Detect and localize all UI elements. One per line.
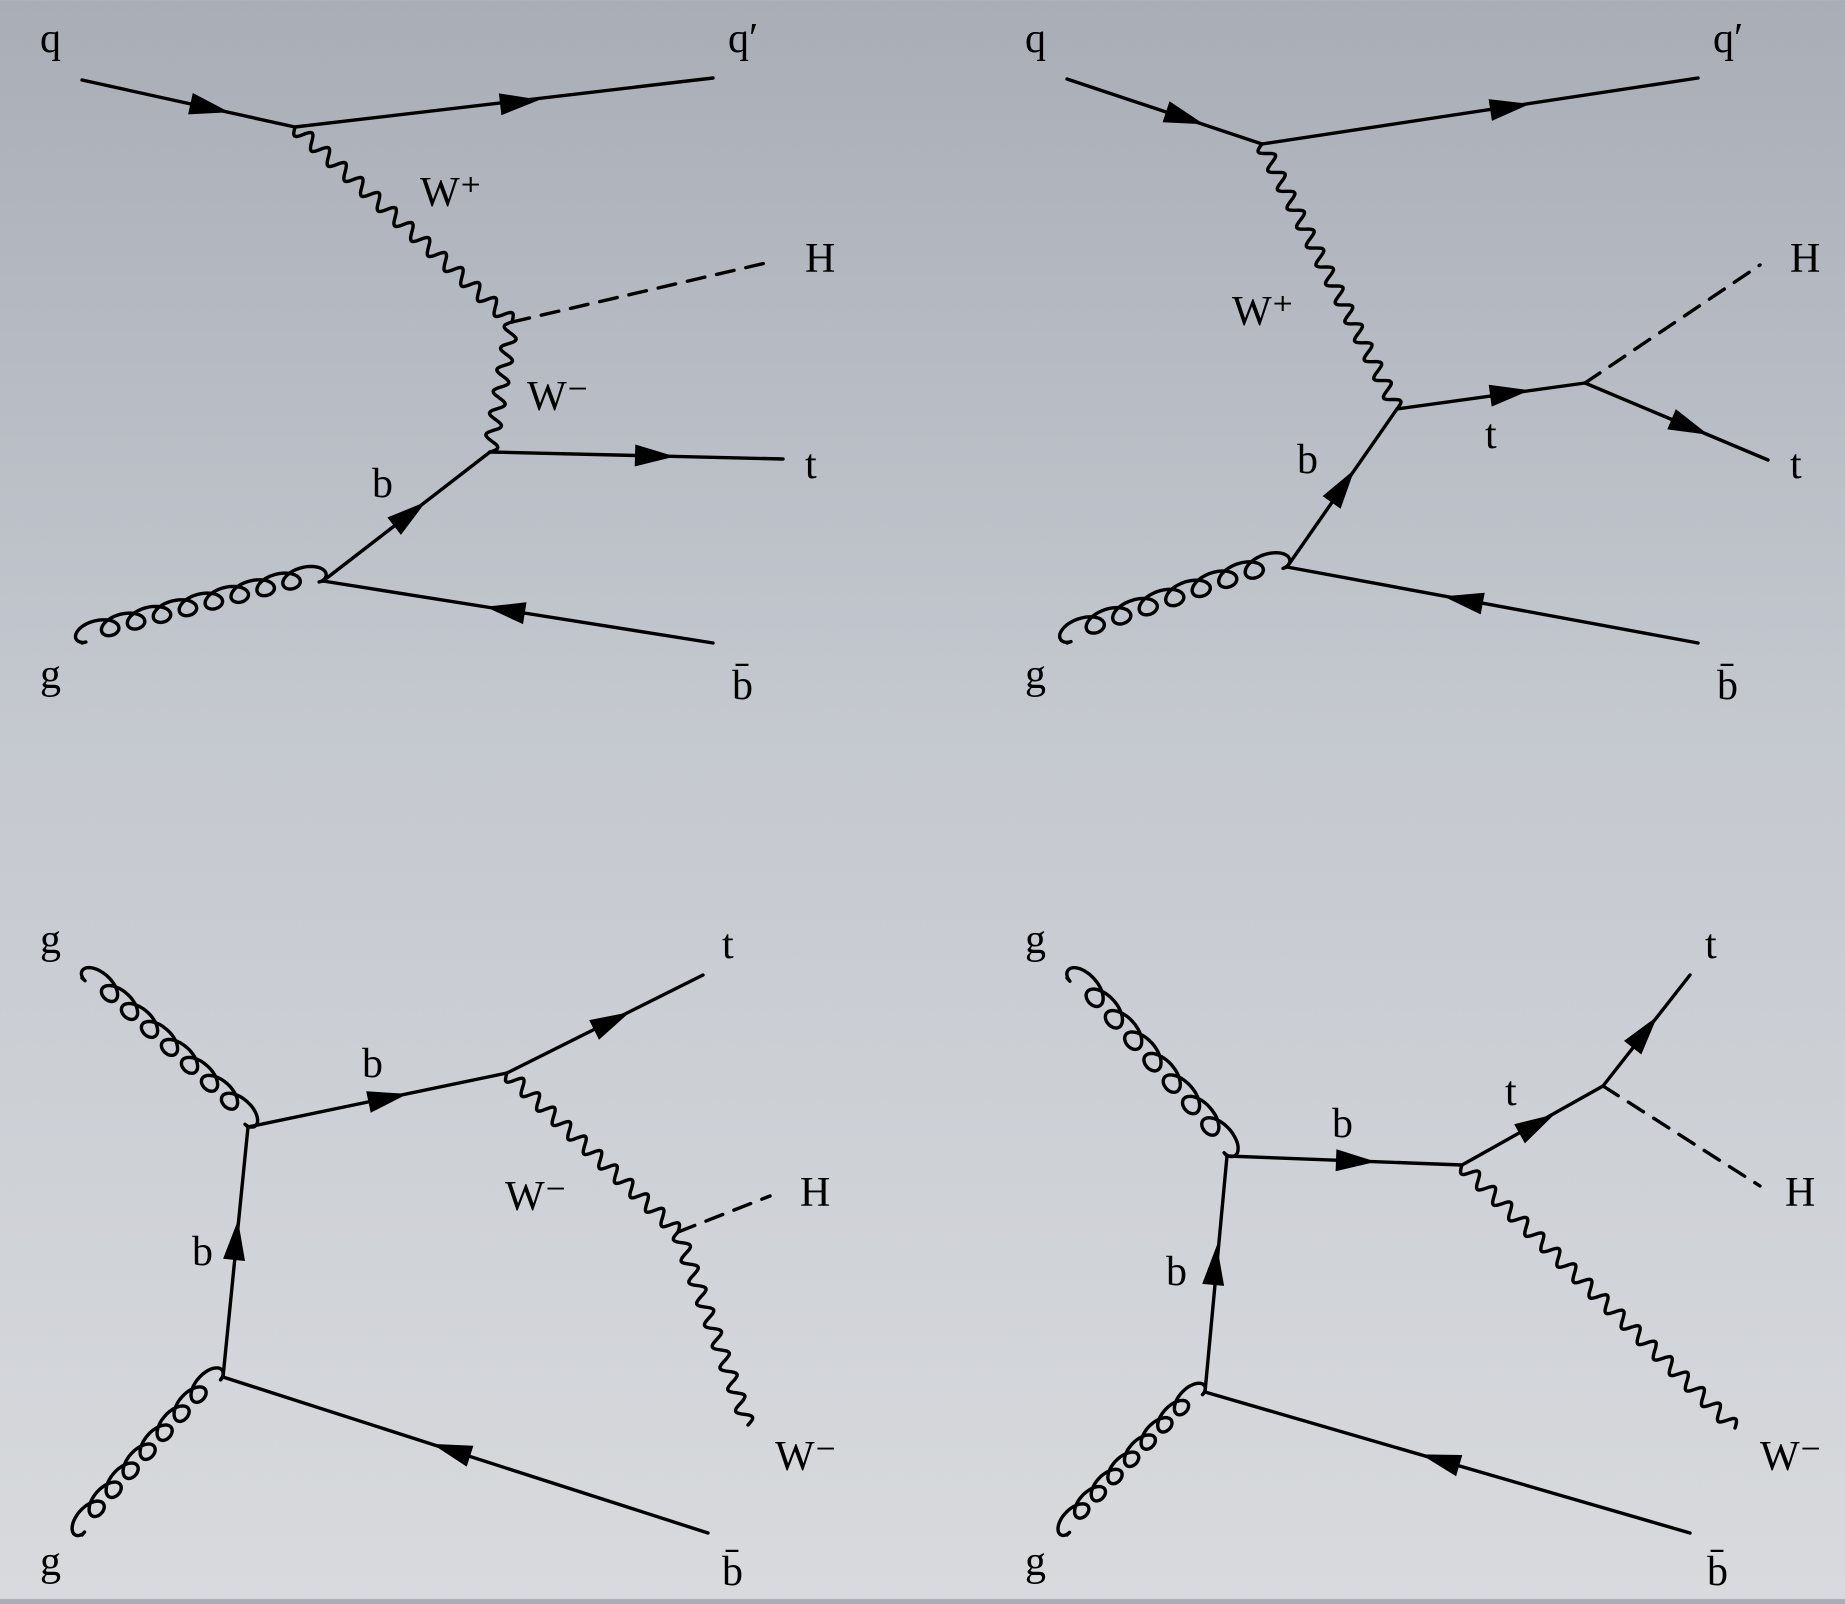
d3-arrow-bottom-top bbox=[366, 1091, 408, 1113]
d1-label-higgs: H bbox=[805, 236, 835, 282]
d2-label-top-out: t bbox=[1790, 442, 1802, 488]
d4-label-bottom-top: b bbox=[1332, 1101, 1353, 1147]
d4-label-gluon-top: g bbox=[1025, 917, 1046, 963]
d3-label-antibottom: b̄ bbox=[722, 1549, 743, 1595]
d1-label-q-in: q bbox=[40, 16, 61, 62]
d4-higgs-line bbox=[1601, 1084, 1762, 1188]
d3-w-minus-internal bbox=[503, 1071, 682, 1234]
d2-label-w-plus: W⁺ bbox=[1232, 289, 1294, 335]
d3-label-bottom-left: b bbox=[192, 1229, 213, 1275]
d2-label-top-internal: t bbox=[1485, 412, 1497, 458]
d1-w-plus-propagator bbox=[292, 125, 515, 324]
d2-gluon-in bbox=[1058, 551, 1292, 645]
d1-higgs-line bbox=[510, 260, 772, 324]
d4-arrow-antibottom bbox=[1420, 1454, 1463, 1477]
d4-label-w-minus-out: W⁻ bbox=[1760, 1434, 1822, 1480]
d4-label-higgs: H bbox=[1785, 1170, 1815, 1216]
d1-label-w-plus: W⁺ bbox=[420, 170, 482, 216]
d4-label-bottom-left: b bbox=[1166, 1249, 1187, 1295]
d2-label-q-out: q′ bbox=[1713, 16, 1743, 62]
d4-gluon-top bbox=[1065, 966, 1240, 1159]
d3-gluon-top bbox=[79, 965, 260, 1129]
d2-label-bottom: b bbox=[1297, 437, 1318, 483]
d1-arrow-quark-in bbox=[188, 93, 230, 115]
d1-label-antibottom: b̄ bbox=[732, 663, 753, 709]
d4-gluon-bottom bbox=[1056, 1381, 1207, 1538]
d2-w-plus-propagator bbox=[1256, 142, 1403, 411]
d1-w-minus-propagator bbox=[484, 320, 518, 454]
d2-arrow-top-out bbox=[1667, 409, 1709, 435]
d3-gluon-bottom bbox=[70, 1366, 225, 1538]
d2-antibottom-line bbox=[1285, 565, 1700, 645]
diagram-2: q q′ H W⁺ t b t g b̄ bbox=[1025, 16, 1820, 709]
d2-quark-out-line bbox=[1260, 76, 1700, 146]
d1-arrow-quark-out bbox=[498, 93, 540, 116]
d3-arrow-antibottom bbox=[432, 1443, 474, 1467]
d2-label-antibottom: b̄ bbox=[1717, 663, 1738, 709]
d4-arrow-bottom-left bbox=[1202, 1245, 1225, 1286]
d2-quark-in-line bbox=[1065, 77, 1264, 146]
d1-quark-in-line bbox=[80, 78, 297, 129]
d1-label-w-minus: W⁻ bbox=[527, 374, 589, 420]
d4-label-top-out: t bbox=[1705, 922, 1717, 968]
d2-arrow-bottom bbox=[1322, 469, 1355, 509]
d1-label-bottom: b bbox=[372, 461, 393, 507]
d2-higgs-line bbox=[1583, 263, 1762, 385]
d1-arrow-antibottom bbox=[485, 602, 527, 625]
d3-label-higgs: H bbox=[800, 1170, 830, 1216]
diagram-4: g t t b H b W⁻ g b̄ bbox=[1025, 917, 1822, 1595]
d1-label-top: t bbox=[805, 442, 817, 488]
d3-arrow-bottom-left bbox=[223, 1220, 245, 1261]
diagram-1: q q′ W⁺ H W⁻ t b g b̄ bbox=[40, 16, 835, 709]
d3-label-top: t bbox=[722, 922, 734, 968]
d1-label-gluon: g bbox=[40, 652, 61, 698]
d4-label-gluon-bottom: g bbox=[1025, 1539, 1046, 1585]
d2-arrow-quark-in bbox=[1162, 101, 1204, 125]
d3-label-gluon-bottom: g bbox=[40, 1539, 61, 1585]
d2-arrow-quark-out bbox=[1488, 99, 1530, 121]
d3-label-w-minus-out: W⁻ bbox=[775, 1434, 837, 1480]
d2-label-gluon: g bbox=[1025, 652, 1046, 698]
d4-arrow-bottom-top bbox=[1335, 1149, 1376, 1172]
d4-arrow-top-internal bbox=[1514, 1114, 1555, 1144]
d3-higgs-line bbox=[676, 1194, 772, 1234]
d3-arrow-top-out bbox=[589, 1012, 630, 1040]
d3-label-bottom-top: b bbox=[362, 1041, 383, 1087]
d2-label-q-in: q bbox=[1025, 16, 1046, 62]
d3-w-minus-out bbox=[671, 1230, 755, 1427]
d3-label-w-minus-internal: W⁻ bbox=[505, 1174, 567, 1220]
d3-label-gluon-top: g bbox=[40, 917, 61, 963]
d1-label-q-out: q′ bbox=[728, 16, 758, 62]
d4-arrow-top-out bbox=[1624, 1016, 1658, 1055]
d1-arrow-bottom bbox=[387, 501, 426, 535]
d2-arrow-antibottom bbox=[1443, 592, 1485, 615]
d1-arrow-top bbox=[634, 444, 675, 467]
diagram-3: g t b W⁻ H b W⁻ g b̄ bbox=[40, 917, 837, 1595]
d4-label-top-internal: t bbox=[1505, 1069, 1517, 1115]
d1-gluon-in bbox=[73, 564, 328, 645]
d2-arrow-top-internal bbox=[1488, 384, 1530, 407]
d2-label-higgs: H bbox=[1790, 236, 1820, 282]
d4-label-antibottom: b̄ bbox=[1707, 1549, 1728, 1595]
d4-w-minus-out bbox=[1458, 1163, 1739, 1430]
